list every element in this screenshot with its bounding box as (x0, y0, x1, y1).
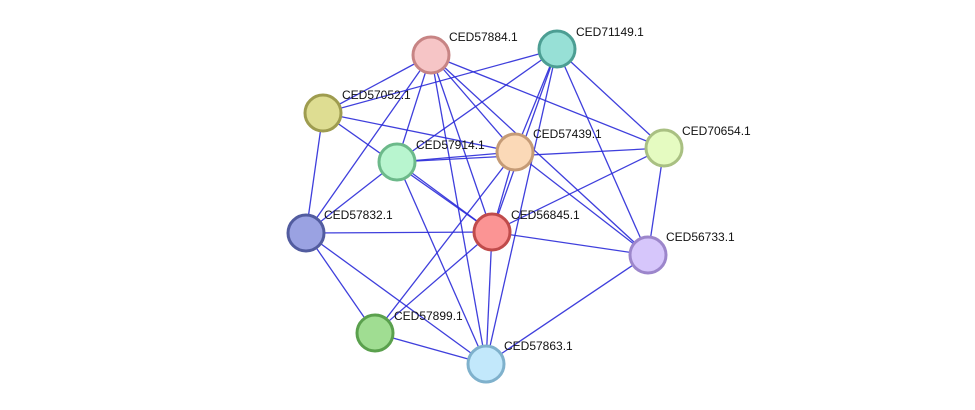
node-circle[interactable] (411, 35, 451, 75)
node-CED70654.1[interactable]: CED70654.1 (644, 124, 751, 168)
node-label: CED56845.1 (511, 208, 580, 222)
edge-CED57832.1-CED57899.1 (305, 232, 376, 334)
node-CED56845.1[interactable]: CED56845.1 (472, 208, 580, 252)
node-label: CED57439.1 (533, 127, 602, 141)
node-label: CED71149.1 (576, 25, 644, 39)
edge-CED57914.1-CED56845.1 (396, 161, 493, 233)
node-circle[interactable] (286, 213, 326, 253)
node-circle[interactable] (472, 212, 512, 252)
edge-CED70654.1-CED56845.1 (491, 147, 665, 233)
edge-CED57439.1-CED57899.1 (374, 151, 516, 334)
node-label: CED57832.1 (324, 208, 393, 222)
edge-CED71149.1-CED56733.1 (556, 48, 649, 256)
edge-CED57884.1-CED57863.1 (430, 54, 487, 365)
edge-CED56733.1-CED57863.1 (485, 254, 649, 365)
node-CED57914.1[interactable]: CED57914.1 (377, 138, 485, 182)
node-CED71149.1[interactable]: CED71149.1 (537, 25, 644, 69)
edge-CED71149.1-CED70654.1 (556, 48, 665, 149)
node-circle[interactable] (355, 313, 395, 353)
node-CED57832.1[interactable]: CED57832.1 (286, 208, 393, 253)
network-nodes: CED57884.1 CED71149.1CED57052.1CED57914.1… (286, 25, 751, 384)
edge-CED57832.1-CED56845.1 (305, 231, 493, 234)
edge-CED71149.1-CED57863.1 (485, 48, 558, 365)
node-label: CED57884.1 (449, 30, 518, 44)
edge-CED71149.1-CED57052.1 (322, 48, 558, 114)
node-circle[interactable] (303, 93, 343, 133)
node-CED57439.1[interactable]: CED57439.1 (495, 127, 602, 172)
node-CED57899.1[interactable]: CED57899.1 (355, 309, 463, 353)
node-label: CED57899.1 (394, 309, 463, 323)
edge-CED57052.1-CED57439.1 (322, 112, 516, 153)
edge-CED57884.1-CED57439.1 (430, 54, 516, 153)
node-label: CED56733.1 (666, 230, 735, 244)
node-label: CED57914.1 (416, 138, 485, 152)
node-CED56733.1[interactable]: CED56733.1 (628, 230, 735, 275)
edge-CED57914.1-CED57863.1 (396, 161, 487, 365)
node-circle[interactable] (628, 235, 668, 275)
node-circle[interactable] (644, 128, 684, 168)
node-CED57052.1[interactable]: CED57052.1 (303, 88, 411, 133)
node-CED57884.1[interactable]: CED57884.1 (411, 30, 518, 75)
edge-CED57832.1-CED57863.1 (305, 232, 487, 365)
node-circle[interactable] (377, 142, 417, 182)
edge-CED57052.1-CED57832.1 (305, 112, 324, 234)
edge-CED56845.1-CED57863.1 (485, 231, 493, 365)
edge-CED71149.1-CED57914.1 (396, 48, 558, 163)
node-circle[interactable] (495, 132, 535, 172)
node-label: CED57863.1 (504, 339, 573, 353)
edge-CED56845.1-CED56733.1 (491, 231, 649, 256)
edge-CED56845.1-CED57899.1 (374, 231, 493, 334)
node-circle[interactable] (537, 29, 577, 69)
edge-CED57884.1-CED70654.1 (430, 54, 665, 149)
node-circle[interactable] (466, 344, 506, 384)
node-label: CED70654.1 (682, 124, 751, 138)
edge-CED57884.1-CED57052.1 (322, 54, 432, 114)
edge-CED57439.1-CED56733.1 (514, 151, 649, 256)
edge-CED57884.1-CED56845.1 (430, 54, 493, 233)
edge-CED57884.1-CED57832.1 (305, 54, 432, 234)
node-CED57863.1[interactable]: CED57863.1 (466, 339, 573, 384)
node-label: CED57052.1 (342, 88, 411, 102)
